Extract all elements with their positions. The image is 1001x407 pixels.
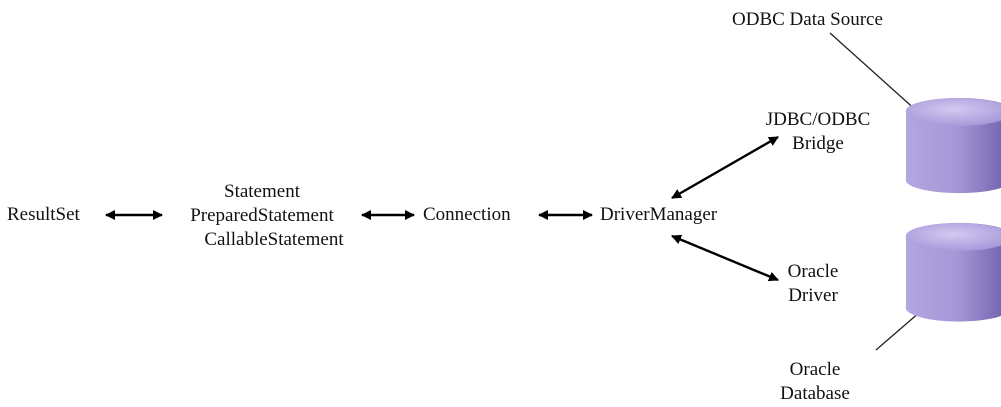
statement-types-label: Statement PreparedStatement CallableStat… <box>162 180 362 252</box>
oracle-database-leader-line <box>875 311 921 351</box>
bridge-label: Bridge <box>792 133 844 154</box>
driver-label: Driver <box>788 285 838 306</box>
oracle-db-line1-label: Oracle <box>789 359 841 380</box>
odbc-data-source-label: ODBC Data Source <box>732 9 883 30</box>
database-label: Database <box>780 383 850 404</box>
jdbc-odbc-bridge-label: JDBC/ODBC Bridge <box>748 108 888 156</box>
arrow-drivermanager-oracle-driver <box>671 234 779 282</box>
callable-statement-label: CallableStatement <box>204 229 344 250</box>
odbc-data-source-leader-line <box>829 32 919 113</box>
connection-label: Connection <box>423 204 511 225</box>
resultset-label: ResultSet <box>7 204 80 225</box>
prepared-statement-label: PreparedStatement <box>190 205 334 226</box>
oracle-driver-label: Oracle Driver <box>768 260 858 308</box>
oracle-database-label: Oracle Database <box>760 358 870 406</box>
statement-label: Statement <box>224 181 300 202</box>
oracle-label: Oracle <box>787 261 839 282</box>
oracle-database-cylinder-icon <box>905 222 1001 322</box>
drivermanager-label: DriverManager <box>600 204 718 225</box>
arrow-drivermanager-bridge <box>671 135 779 200</box>
odbc-data-source-cylinder-icon <box>905 97 1001 194</box>
jdbc-odbc-label: JDBC/ODBC <box>765 109 871 130</box>
